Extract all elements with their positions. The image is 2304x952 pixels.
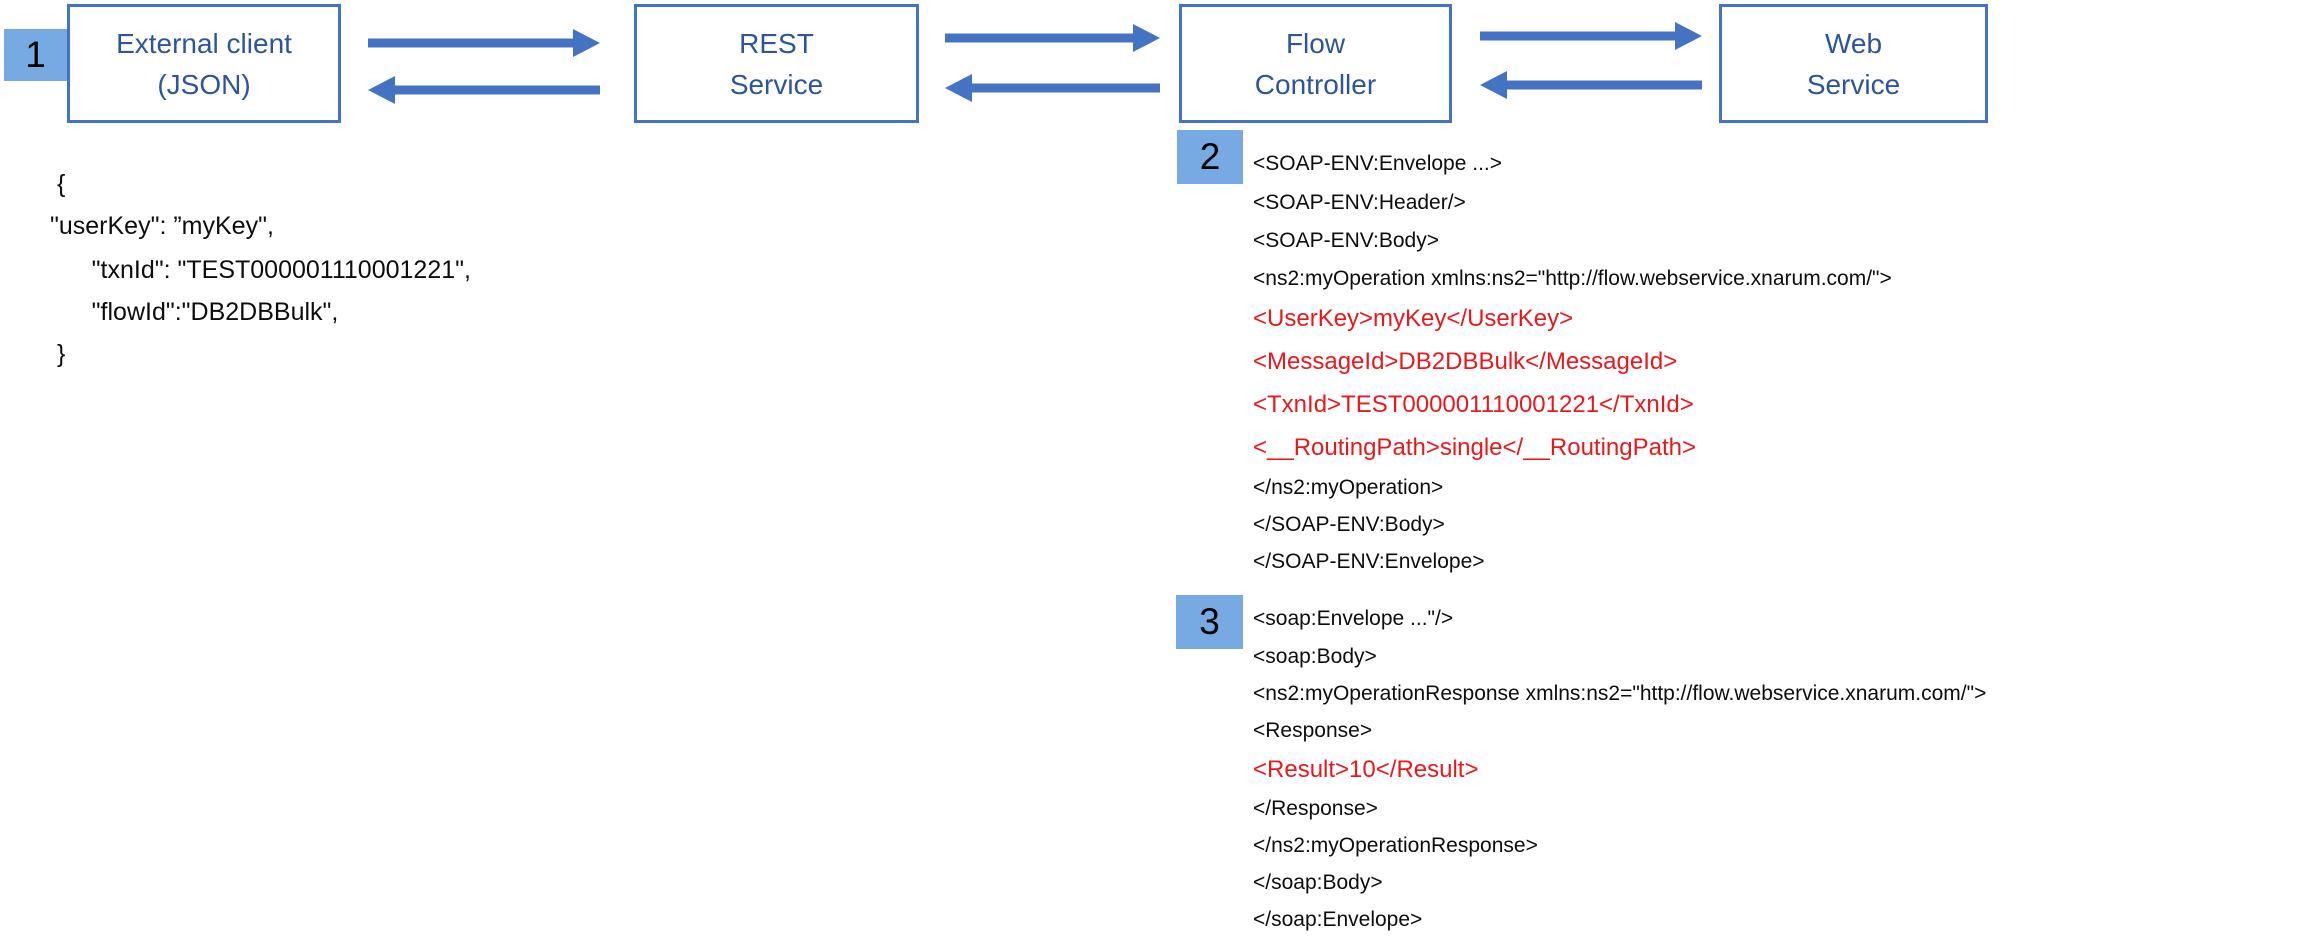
- node-label: Web: [1824, 27, 1883, 59]
- soap-request-line: </SOAP-ENV:Body>: [1253, 513, 1445, 536]
- arrow-head: [945, 74, 972, 102]
- node-flow-controller: Flow Controller: [1179, 4, 1452, 123]
- soap-response-line: <soap:Envelope ..."/>: [1253, 607, 1454, 630]
- node-label: External client: [116, 27, 292, 59]
- soap-request-line: <SOAP-ENV:Envelope ...>: [1253, 152, 1503, 175]
- soap-response-line: <ns2:myOperationResponse xmlns:ns2="http…: [1253, 682, 1987, 705]
- json-request-line: "txnId": "TEST000001110001221",: [50, 256, 471, 284]
- json-request-line: "flowId":"DB2DBBulk",: [50, 298, 339, 326]
- soap-request-line: <SOAP-ENV:Body>: [1253, 229, 1439, 252]
- arrow-shaft: [945, 33, 1138, 43]
- arrow-right-icon: [1480, 22, 1702, 50]
- json-request-line: {: [50, 170, 66, 198]
- node-label: REST: [739, 27, 814, 59]
- soap-response-line: <Response>: [1253, 719, 1373, 742]
- soap-request-line: <TxnId>TEST000001110001221</TxnId>: [1253, 391, 1694, 418]
- arrow-head: [1480, 71, 1507, 99]
- soap-request-line: <__RoutingPath>single</__RoutingPath>: [1253, 434, 1697, 461]
- node-external-client: External client (JSON): [67, 4, 341, 123]
- soap-request-line: </ns2:myOperation>: [1253, 476, 1444, 499]
- soap-request-line: <ns2:myOperation xmlns:ns2="http://flow.…: [1253, 267, 1892, 290]
- step-3-badge: 3: [1176, 595, 1243, 649]
- arrow-right-icon: [368, 29, 600, 57]
- arrow-shaft: [390, 85, 600, 95]
- arrow-shaft: [1502, 80, 1702, 90]
- arrow-head: [573, 29, 600, 57]
- json-request-line: "userKey": ”myKey",: [50, 212, 274, 240]
- soap-request-line: </SOAP-ENV:Envelope>: [1253, 550, 1485, 573]
- node-label: Service: [1806, 68, 1901, 100]
- soap-response-line: <Result>10</Result>: [1253, 756, 1479, 783]
- node-label: Controller: [1254, 68, 1377, 100]
- soap-request-line: <SOAP-ENV:Header/>: [1253, 191, 1466, 214]
- soap-response-line: </Response>: [1253, 797, 1378, 820]
- soap-response-line: <soap:Body>: [1253, 645, 1377, 668]
- soap-response-line: </soap:Envelope>: [1253, 908, 1423, 931]
- node-label: Flow: [1285, 27, 1346, 59]
- arrow-head: [368, 76, 395, 104]
- soap-request-line: <UserKey>myKey</UserKey>: [1253, 305, 1574, 332]
- arrow-shaft: [368, 38, 578, 48]
- arrow-left-icon: [1480, 71, 1702, 99]
- node-web-service: Web Service: [1719, 4, 1988, 123]
- arrow-left-icon: [368, 76, 600, 104]
- arrow-left-icon: [945, 74, 1160, 102]
- arrow-shaft: [1480, 31, 1680, 41]
- step-1-badge: 1: [4, 29, 67, 81]
- soap-request-line: <MessageId>DB2DBBulk</MessageId>: [1253, 348, 1678, 375]
- soap-response-line: </soap:Body>: [1253, 871, 1383, 894]
- node-label: Service: [729, 68, 824, 100]
- step-2-badge: 2: [1177, 130, 1243, 184]
- arrow-shaft: [967, 83, 1160, 93]
- arrow-head: [1675, 22, 1702, 50]
- node-label: (JSON): [157, 68, 251, 100]
- soap-response-line: </ns2:myOperationResponse>: [1253, 834, 1538, 857]
- node-rest-service: REST Service: [634, 4, 919, 123]
- arrow-head: [1133, 24, 1160, 52]
- arrow-right-icon: [945, 24, 1160, 52]
- json-request-line: }: [50, 340, 66, 368]
